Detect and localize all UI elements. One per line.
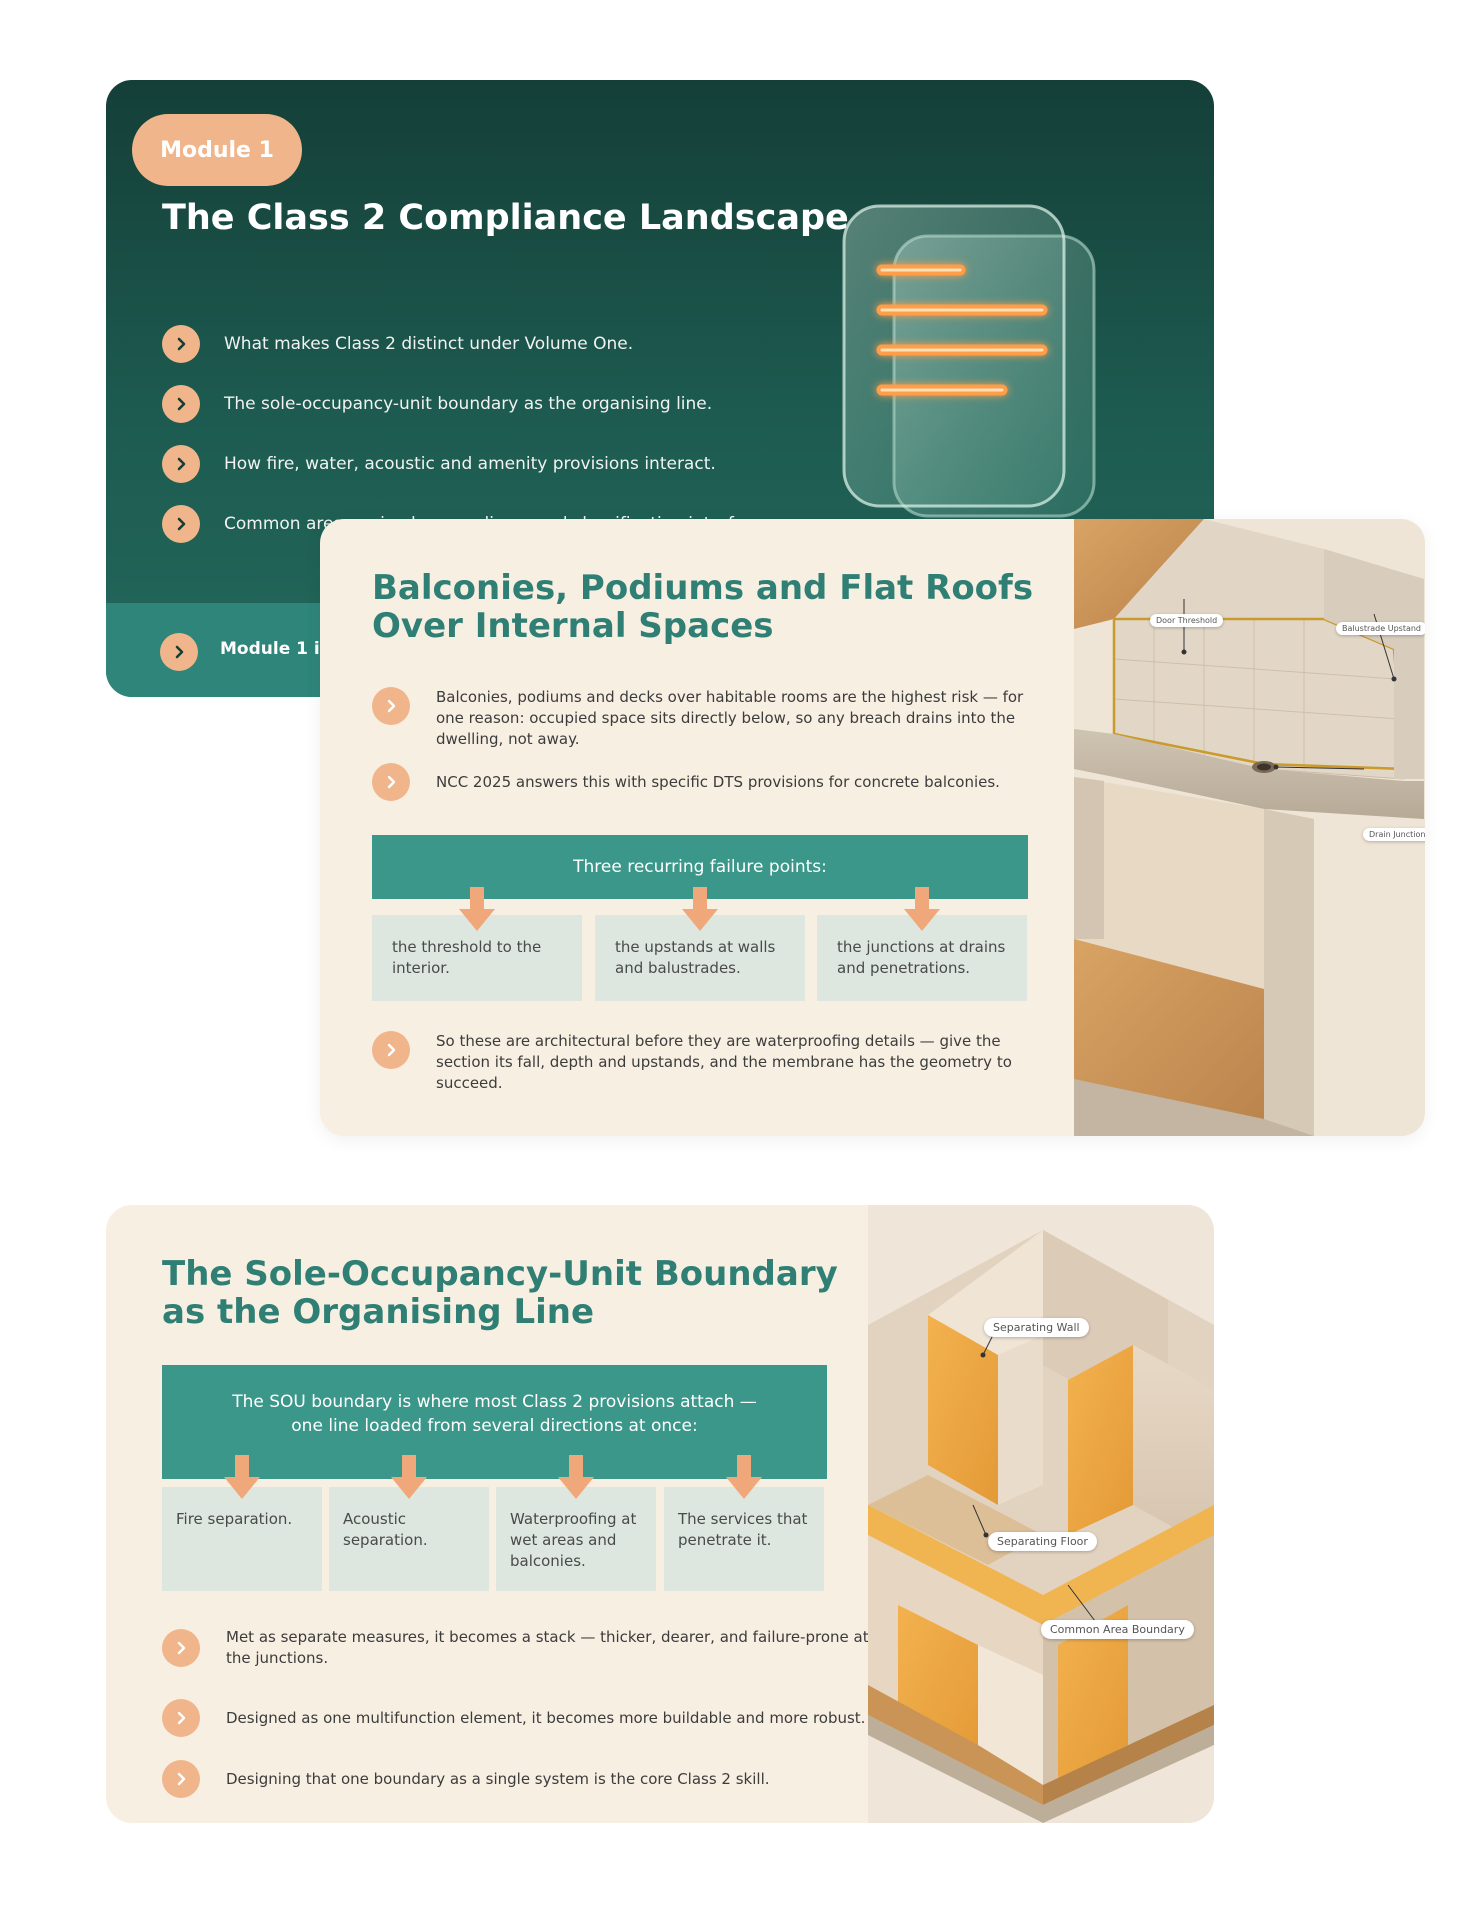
bullet-text: Designing that one boundary as a single … — [226, 1769, 770, 1788]
failure-point-box: the junctions at drains and penetrations… — [817, 915, 1027, 1001]
slide-balconies: Balconies, Podiums and Flat Roofs Over I… — [320, 519, 1425, 1136]
chevron-right-icon — [162, 325, 200, 363]
callout-common-area-boundary: Common Area Boundary — [1041, 1620, 1194, 1639]
provision-box: Waterproofing at wet areas and balconies… — [496, 1487, 656, 1591]
list-item: Designing that one boundary as a single … — [162, 1760, 892, 1798]
list-item: Balconies, podiums and decks over habita… — [372, 687, 1032, 750]
sou-boundary-illustration — [868, 1205, 1214, 1823]
list-item: So these are architectural before they a… — [372, 1031, 1032, 1094]
list-item: NCC 2025 answers this with specific DTS … — [372, 763, 1032, 801]
callout-separating-floor: Separating Floor — [988, 1532, 1097, 1551]
bullet-text: How fire, water, acoustic and amenity pr… — [224, 454, 716, 474]
provision-box: Fire separation. — [162, 1487, 322, 1591]
arrow-down-icon — [391, 1455, 427, 1499]
callout-door-threshold: Door Threshold — [1150, 614, 1224, 627]
chevron-right-icon — [162, 1760, 200, 1798]
bullet-text: The sole-occupancy-unit boundary as the … — [224, 394, 713, 414]
callout-drain-junction: Drain Junction — [1363, 828, 1425, 841]
chevron-right-icon — [162, 1629, 200, 1667]
balcony-section-illustration — [1074, 519, 1425, 1136]
footer-text: Module 1 in — [220, 639, 332, 659]
list-item: The sole-occupancy-unit boundary as the … — [162, 374, 782, 434]
arrow-down-icon — [682, 887, 718, 931]
provision-box: Acoustic separation. — [329, 1487, 489, 1591]
slide-title: The Sole-Occupancy-Unit Boundary as the … — [162, 1254, 838, 1332]
module-badge: Module 1 — [132, 114, 302, 186]
bullet-list: What makes Class 2 distinct under Volume… — [162, 314, 782, 554]
chevron-right-icon — [372, 1031, 410, 1069]
callout-separating-wall: Separating Wall — [984, 1318, 1089, 1337]
sou-banner: The SOU boundary is where most Class 2 p… — [162, 1365, 827, 1479]
arrow-down-icon — [459, 887, 495, 931]
bullet-text: Designed as one multifunction element, i… — [226, 1708, 866, 1727]
bullet-text: Balconies, podiums and decks over habita… — [436, 688, 1024, 748]
chevron-right-icon — [162, 385, 200, 423]
list-item: How fire, water, acoustic and amenity pr… — [162, 434, 782, 494]
bullet-text: Met as separate measures, it becomes a s… — [226, 1628, 869, 1667]
banner-line: one line loaded from several directions … — [291, 1416, 698, 1436]
bullet-text: So these are architectural before they a… — [436, 1032, 1012, 1092]
chevron-right-icon — [160, 633, 198, 671]
slide-title: The Class 2 Compliance Landscape — [162, 198, 849, 238]
arrow-down-icon — [558, 1455, 594, 1499]
chevron-right-icon — [372, 763, 410, 801]
chevron-right-icon — [162, 505, 200, 543]
failure-point-box: the upstands at walls and balustrades. — [595, 915, 805, 1001]
slide-sou-boundary: The Sole-Occupancy-Unit Boundary as the … — [106, 1205, 1214, 1823]
bullet-text: What makes Class 2 distinct under Volume… — [224, 334, 634, 354]
chevron-right-icon — [372, 687, 410, 725]
list-item: Met as separate measures, it becomes a s… — [162, 1627, 892, 1669]
slide-title: Balconies, Podiums and Flat Roofs Over I… — [372, 568, 1034, 646]
arrow-down-icon — [726, 1455, 762, 1499]
provision-box: The services that penetrate it. — [664, 1487, 824, 1591]
arrow-down-icon — [904, 887, 940, 931]
chevron-right-icon — [162, 1699, 200, 1737]
list-item: What makes Class 2 distinct under Volume… — [162, 314, 782, 374]
callout-balustrade-upstand: Balustrade Upstand — [1336, 622, 1425, 635]
bullet-text: NCC 2025 answers this with specific DTS … — [436, 772, 1000, 791]
banner-line: The SOU boundary is where most Class 2 p… — [232, 1392, 757, 1412]
chevron-right-icon — [162, 445, 200, 483]
arrow-down-icon — [224, 1455, 260, 1499]
document-lines-icon — [842, 204, 1096, 518]
list-item: Designed as one multifunction element, i… — [162, 1699, 892, 1737]
